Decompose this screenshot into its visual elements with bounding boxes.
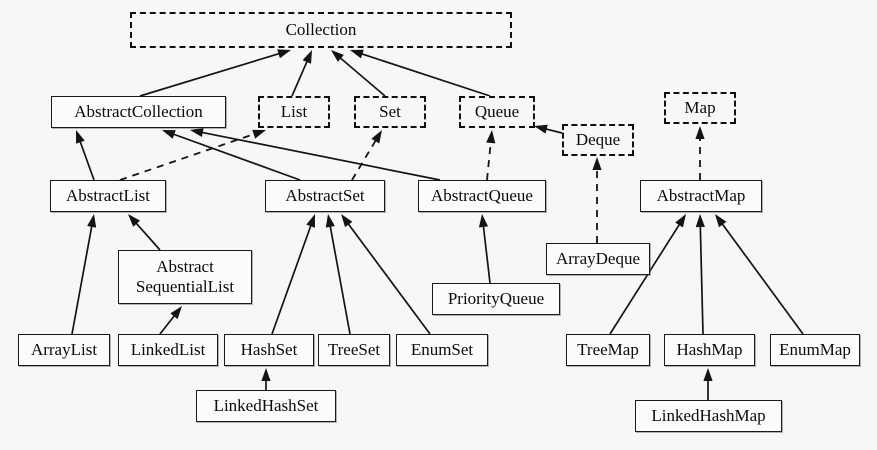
arrowhead-icon <box>703 368 713 381</box>
edge-abstractqueue-to-abstractcollection <box>190 128 441 181</box>
node-queue[interactable]: Queue <box>459 96 535 128</box>
edge-list-to-collection <box>291 50 312 97</box>
edge-hashset-to-abstractset <box>271 214 315 335</box>
edge-hashmap-to-abstractmap <box>695 214 705 335</box>
arrowhead-icon <box>695 214 705 228</box>
node-abstractcollection[interactable]: AbstractCollection <box>51 96 226 128</box>
arrowhead-icon <box>261 368 271 381</box>
node-arraydeque[interactable]: ArrayDeque <box>546 243 650 275</box>
arrowhead-icon <box>306 214 315 228</box>
node-linkedlist[interactable]: LinkedList <box>118 334 218 366</box>
arrowhead-icon <box>162 130 176 139</box>
edge-line-solid <box>200 131 441 181</box>
edge-line-solid <box>271 224 313 335</box>
edge-linkedlist-to-abstractsequentiallist <box>159 306 182 335</box>
edge-abstractsequentiallist-to-abstractlist <box>128 214 161 251</box>
edge-line-solid <box>699 224 704 335</box>
arrowhead-icon <box>478 214 489 228</box>
edge-priorityqueue-to-abstractqueue <box>478 214 491 284</box>
node-map[interactable]: Map <box>664 92 736 124</box>
edge-abstractset-to-set <box>351 130 382 181</box>
node-treemap[interactable]: TreeMap <box>566 334 650 366</box>
node-abstractset[interactable]: AbstractSet <box>265 180 385 212</box>
node-arraylist[interactable]: ArrayList <box>18 334 110 366</box>
edge-arraydeque-to-deque <box>592 157 602 243</box>
edge-abstractmap-to-map <box>695 126 705 180</box>
edge-line-solid <box>346 222 431 335</box>
arrowhead-icon <box>170 306 182 320</box>
node-enummap[interactable]: EnumMap <box>770 334 860 366</box>
node-deque[interactable]: Deque <box>562 124 634 156</box>
edge-line-dashed <box>486 140 492 181</box>
node-list[interactable]: List <box>258 96 330 128</box>
edge-line-solid <box>134 221 161 251</box>
edge-line-solid <box>338 56 386 97</box>
node-hashset[interactable]: HashSet <box>224 334 314 366</box>
arrowhead-icon <box>76 130 85 144</box>
edge-line-solid <box>544 127 563 134</box>
edge-line-solid <box>720 222 804 335</box>
node-abstractqueue[interactable]: AbstractQueue <box>418 180 546 212</box>
arrowhead-icon <box>302 50 312 64</box>
edge-line-solid <box>482 224 491 284</box>
arrowhead-icon <box>325 214 335 228</box>
node-abstractsequentiallist[interactable]: Abstract SequentialList <box>118 250 252 304</box>
arrowhead-icon <box>675 214 686 228</box>
edge-deque-to-queue <box>534 124 563 134</box>
arrowhead-icon <box>715 214 727 228</box>
edge-abstractqueue-to-queue <box>486 130 496 181</box>
node-treeset[interactable]: TreeSet <box>318 334 390 366</box>
node-priorityqueue[interactable]: PriorityQueue <box>432 283 560 315</box>
arrowhead-icon <box>252 129 266 139</box>
arrowhead-icon <box>87 214 97 228</box>
arrowhead-icon <box>486 130 496 144</box>
edge-abstractlist-to-list <box>119 129 266 181</box>
edge-abstractlist-to-abstractcollection <box>76 130 95 181</box>
arrowhead-icon <box>350 49 364 59</box>
edge-line-dashed <box>119 132 256 181</box>
node-abstractlist[interactable]: AbstractList <box>50 180 166 212</box>
arrowhead-icon <box>331 50 344 62</box>
edge-set-to-collection <box>331 50 386 97</box>
node-hashmap[interactable]: HashMap <box>664 334 755 366</box>
edge-linkedhashset-to-hashset <box>261 368 271 390</box>
edge-line-solid <box>139 52 281 97</box>
arrowhead-icon <box>341 214 353 228</box>
edge-treemap-to-abstractmap <box>609 214 686 335</box>
arrowhead-icon <box>371 130 382 144</box>
edge-line-solid <box>172 132 301 181</box>
node-set[interactable]: Set <box>354 96 426 128</box>
edge-line-solid <box>78 140 95 181</box>
edge-line-dashed <box>351 138 378 181</box>
arrowhead-icon <box>695 126 705 139</box>
edge-line-solid <box>71 224 93 335</box>
node-abstractmap[interactable]: AbstractMap <box>640 180 762 212</box>
edge-line-solid <box>159 314 176 335</box>
arrowhead-icon <box>277 49 291 59</box>
arrowhead-icon <box>128 214 141 227</box>
edge-arraylist-to-abstractlist <box>71 214 97 335</box>
edge-line-solid <box>291 59 309 97</box>
edge-linkedhashmap-to-hashmap <box>703 368 713 400</box>
edge-enummap-to-abstractmap <box>715 214 804 335</box>
arrowhead-icon <box>534 124 548 134</box>
edge-line-solid <box>609 222 681 335</box>
edge-treeset-to-abstractset <box>325 214 351 335</box>
edge-abstractcollection-to-collection <box>139 49 291 97</box>
edge-enumset-to-abstractset <box>341 214 431 335</box>
edge-line-solid <box>360 52 491 97</box>
arrowhead-icon <box>592 157 602 170</box>
edge-abstractset-to-abstractcollection <box>162 130 301 181</box>
node-linkedhashset[interactable]: LinkedHashSet <box>196 390 336 422</box>
node-linkedhashmap[interactable]: LinkedHashMap <box>635 400 782 432</box>
arrowhead-icon <box>190 128 204 138</box>
node-enumset[interactable]: EnumSet <box>396 334 488 366</box>
node-collection[interactable]: Collection <box>130 12 512 48</box>
edge-queue-to-collection <box>350 49 491 97</box>
edge-line-solid <box>329 224 351 335</box>
